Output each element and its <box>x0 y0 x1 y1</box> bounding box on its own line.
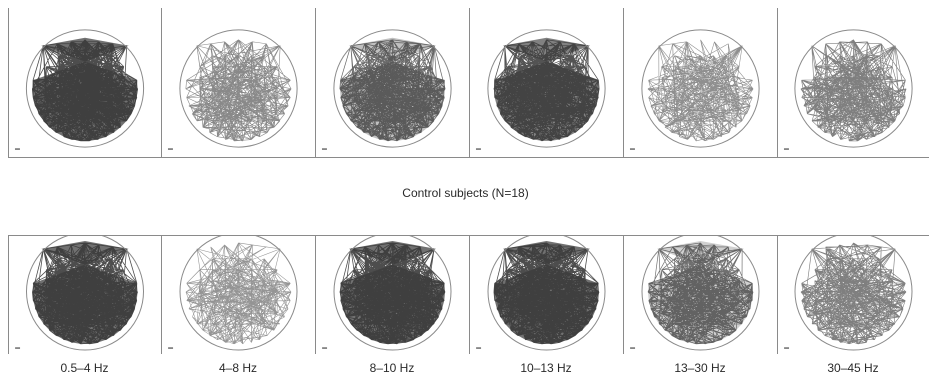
connection-lines <box>339 240 446 345</box>
network-density-fill <box>493 37 600 141</box>
bottom-panel-2 <box>161 235 315 354</box>
connection-lines <box>493 37 600 142</box>
head-network-graph <box>629 29 760 150</box>
connection-lines <box>800 242 907 345</box>
head-network-graph <box>783 29 913 150</box>
head-network-graph <box>167 29 298 150</box>
connection-lines <box>185 39 292 142</box>
band-label-5: 13–30 Hz <box>674 361 726 375</box>
bottom-panel-3 <box>315 235 469 354</box>
head-outline <box>487 236 606 351</box>
network-density-fill <box>32 37 138 141</box>
head-network-graph <box>476 236 606 351</box>
bottom-row-panels <box>8 235 929 354</box>
band-label-1: 0.5–4 Hz <box>60 361 109 375</box>
head-outline <box>641 29 760 148</box>
group-label: Control subjects (N=18) <box>402 186 529 200</box>
head-outline <box>794 236 913 351</box>
head-network-graph <box>322 236 452 351</box>
network-density-fill <box>339 240 446 344</box>
network-density-fill <box>647 240 754 344</box>
top-row-panels <box>8 8 929 158</box>
head-outline <box>179 236 298 351</box>
top-panel-6 <box>777 8 929 158</box>
band-label-4: 10–13 Hz <box>520 361 572 375</box>
head-network-graph <box>475 29 606 150</box>
head-network-graph <box>15 236 144 351</box>
network-density-fill <box>32 240 138 344</box>
bottom-panel-4 <box>469 235 623 354</box>
top-panel-4 <box>469 8 623 158</box>
head-network-graph <box>168 236 298 351</box>
top-panel-1 <box>8 8 161 158</box>
connection-lines <box>647 240 754 345</box>
head-outline <box>487 29 606 148</box>
head-network-graph <box>14 29 145 150</box>
network-density-fill <box>339 37 446 141</box>
head-outline <box>333 29 452 148</box>
top-panel-5 <box>623 8 777 158</box>
top-panel-2 <box>161 8 315 158</box>
connection-lines <box>185 242 292 345</box>
network-density-fill <box>493 240 600 344</box>
head-outline <box>333 236 452 351</box>
connection-lines <box>800 39 907 142</box>
bottom-panel-1 <box>8 235 161 354</box>
connection-lines <box>31 37 139 142</box>
connection-lines <box>647 39 754 142</box>
bottom-panel-5 <box>623 235 777 354</box>
band-label-2: 4–8 Hz <box>218 361 258 375</box>
connection-lines <box>339 37 446 142</box>
head-network-graph <box>321 29 452 150</box>
head-network-graph <box>784 236 913 351</box>
band-label-3: 8–10 Hz <box>369 361 415 375</box>
head-outline <box>179 29 298 148</box>
head-outline <box>641 236 760 351</box>
band-label-6: 30–45 Hz <box>827 361 879 375</box>
head-outline <box>794 29 913 148</box>
connection-lines <box>493 240 600 345</box>
connection-lines <box>32 240 138 345</box>
frequency-band-labels: 0.5–4 Hz 4–8 Hz 8–10 Hz 10–13 Hz 13–30 Hz 30–… <box>8 361 929 375</box>
top-panel-3 <box>315 8 469 158</box>
head-network-graph <box>630 236 760 351</box>
head-outline <box>25 29 145 148</box>
bottom-panel-6 <box>777 235 929 354</box>
head-outline <box>26 236 144 351</box>
